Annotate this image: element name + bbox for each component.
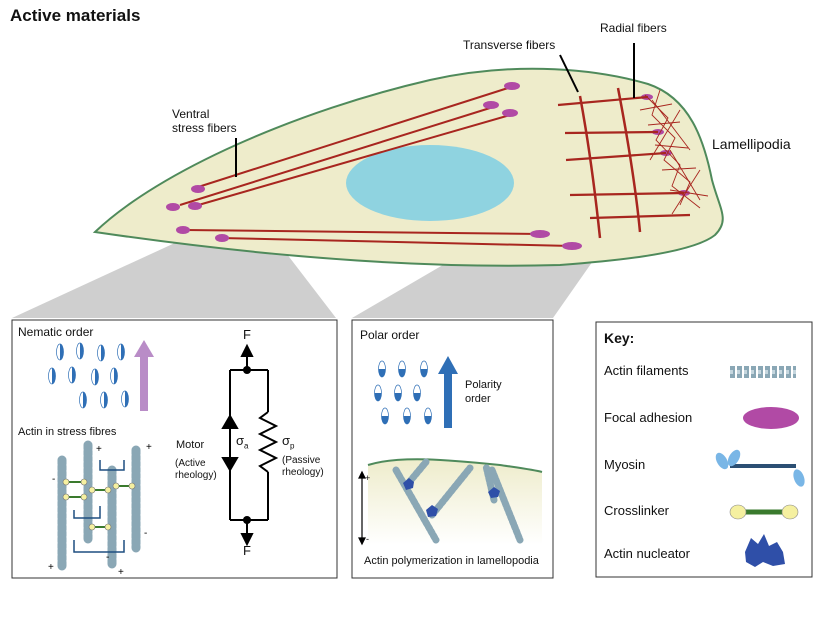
sigma-a-label: σa xyxy=(236,433,249,451)
label-transverse-fibers: Transverse fibers xyxy=(463,38,556,52)
circuit-node-bottom xyxy=(243,516,251,524)
key-heading: Key: xyxy=(604,330,635,346)
figure-title: Active materials xyxy=(10,6,141,25)
svg-text:+: + xyxy=(96,444,102,455)
sigma-p-label: σp xyxy=(282,433,295,451)
circuit-node-top xyxy=(243,366,251,374)
axis-plus: + xyxy=(365,473,371,483)
actin-nucleator-icon xyxy=(745,534,785,567)
key-label-crosslinker: Crosslinker xyxy=(604,503,670,518)
zoom-cone-left xyxy=(12,232,336,318)
label-lamellipodia: Lamellipodia xyxy=(712,136,791,152)
label-ventral-stress-fibers: Ventral stress fibers xyxy=(172,107,237,135)
polar-heading: Polar order xyxy=(360,328,420,342)
radial-fibers xyxy=(557,95,691,220)
leader-lines xyxy=(235,43,635,177)
polarity-order-label: Polarity order xyxy=(465,379,502,405)
axis-minus: - xyxy=(366,534,369,544)
nematic-rods xyxy=(48,342,129,409)
lamellipodia-mesh xyxy=(639,89,709,215)
force-bottom-label: F xyxy=(243,543,251,558)
nucleus xyxy=(346,145,514,221)
focal-adhesions xyxy=(166,82,690,250)
crosslinker-icon xyxy=(729,504,799,520)
nematic-arrow xyxy=(134,340,154,411)
polar-rods xyxy=(374,360,432,425)
motor-label: Motor xyxy=(176,439,205,451)
svg-text:-: - xyxy=(144,528,147,539)
svg-text:+: + xyxy=(146,442,152,453)
polarity-arrow xyxy=(438,356,458,428)
svg-text:-: - xyxy=(106,552,109,563)
branched-actin xyxy=(392,458,524,544)
polymerization-axis xyxy=(358,470,366,546)
label-radial-fibers: Radial fibers xyxy=(600,21,667,35)
svg-text:+: + xyxy=(118,567,124,578)
key-label-actin-nucleator: Actin nucleator xyxy=(604,546,690,561)
lamellipodium-edge xyxy=(367,458,543,473)
svg-text:+: + xyxy=(48,562,54,573)
active-rheology-label: (Active rheology) xyxy=(175,458,217,481)
polymerization-caption: Actin polymerization in lamellopodia xyxy=(364,555,539,567)
ventral-stress-fibers xyxy=(179,87,573,247)
key-label-actin-filaments: Actin filaments xyxy=(604,363,689,378)
svg-text:-: - xyxy=(52,474,55,485)
nematic-heading: Nematic order xyxy=(18,325,94,339)
focal-adhesion-icon xyxy=(743,407,799,429)
passive-rheology-label: (Passive rheology) xyxy=(282,455,324,478)
force-top-label: F xyxy=(243,327,251,342)
key-label-focal-adhesion: Focal adhesion xyxy=(604,410,693,425)
key-panel xyxy=(595,321,813,578)
myosin-icon xyxy=(715,449,805,487)
transverse-fibers xyxy=(578,87,642,239)
stress-fibre-heading: Actin in stress fibres xyxy=(18,426,117,438)
key-label-myosin: Myosin xyxy=(604,457,646,472)
stress-fibre-illustration: -++ ++-- xyxy=(48,440,152,578)
